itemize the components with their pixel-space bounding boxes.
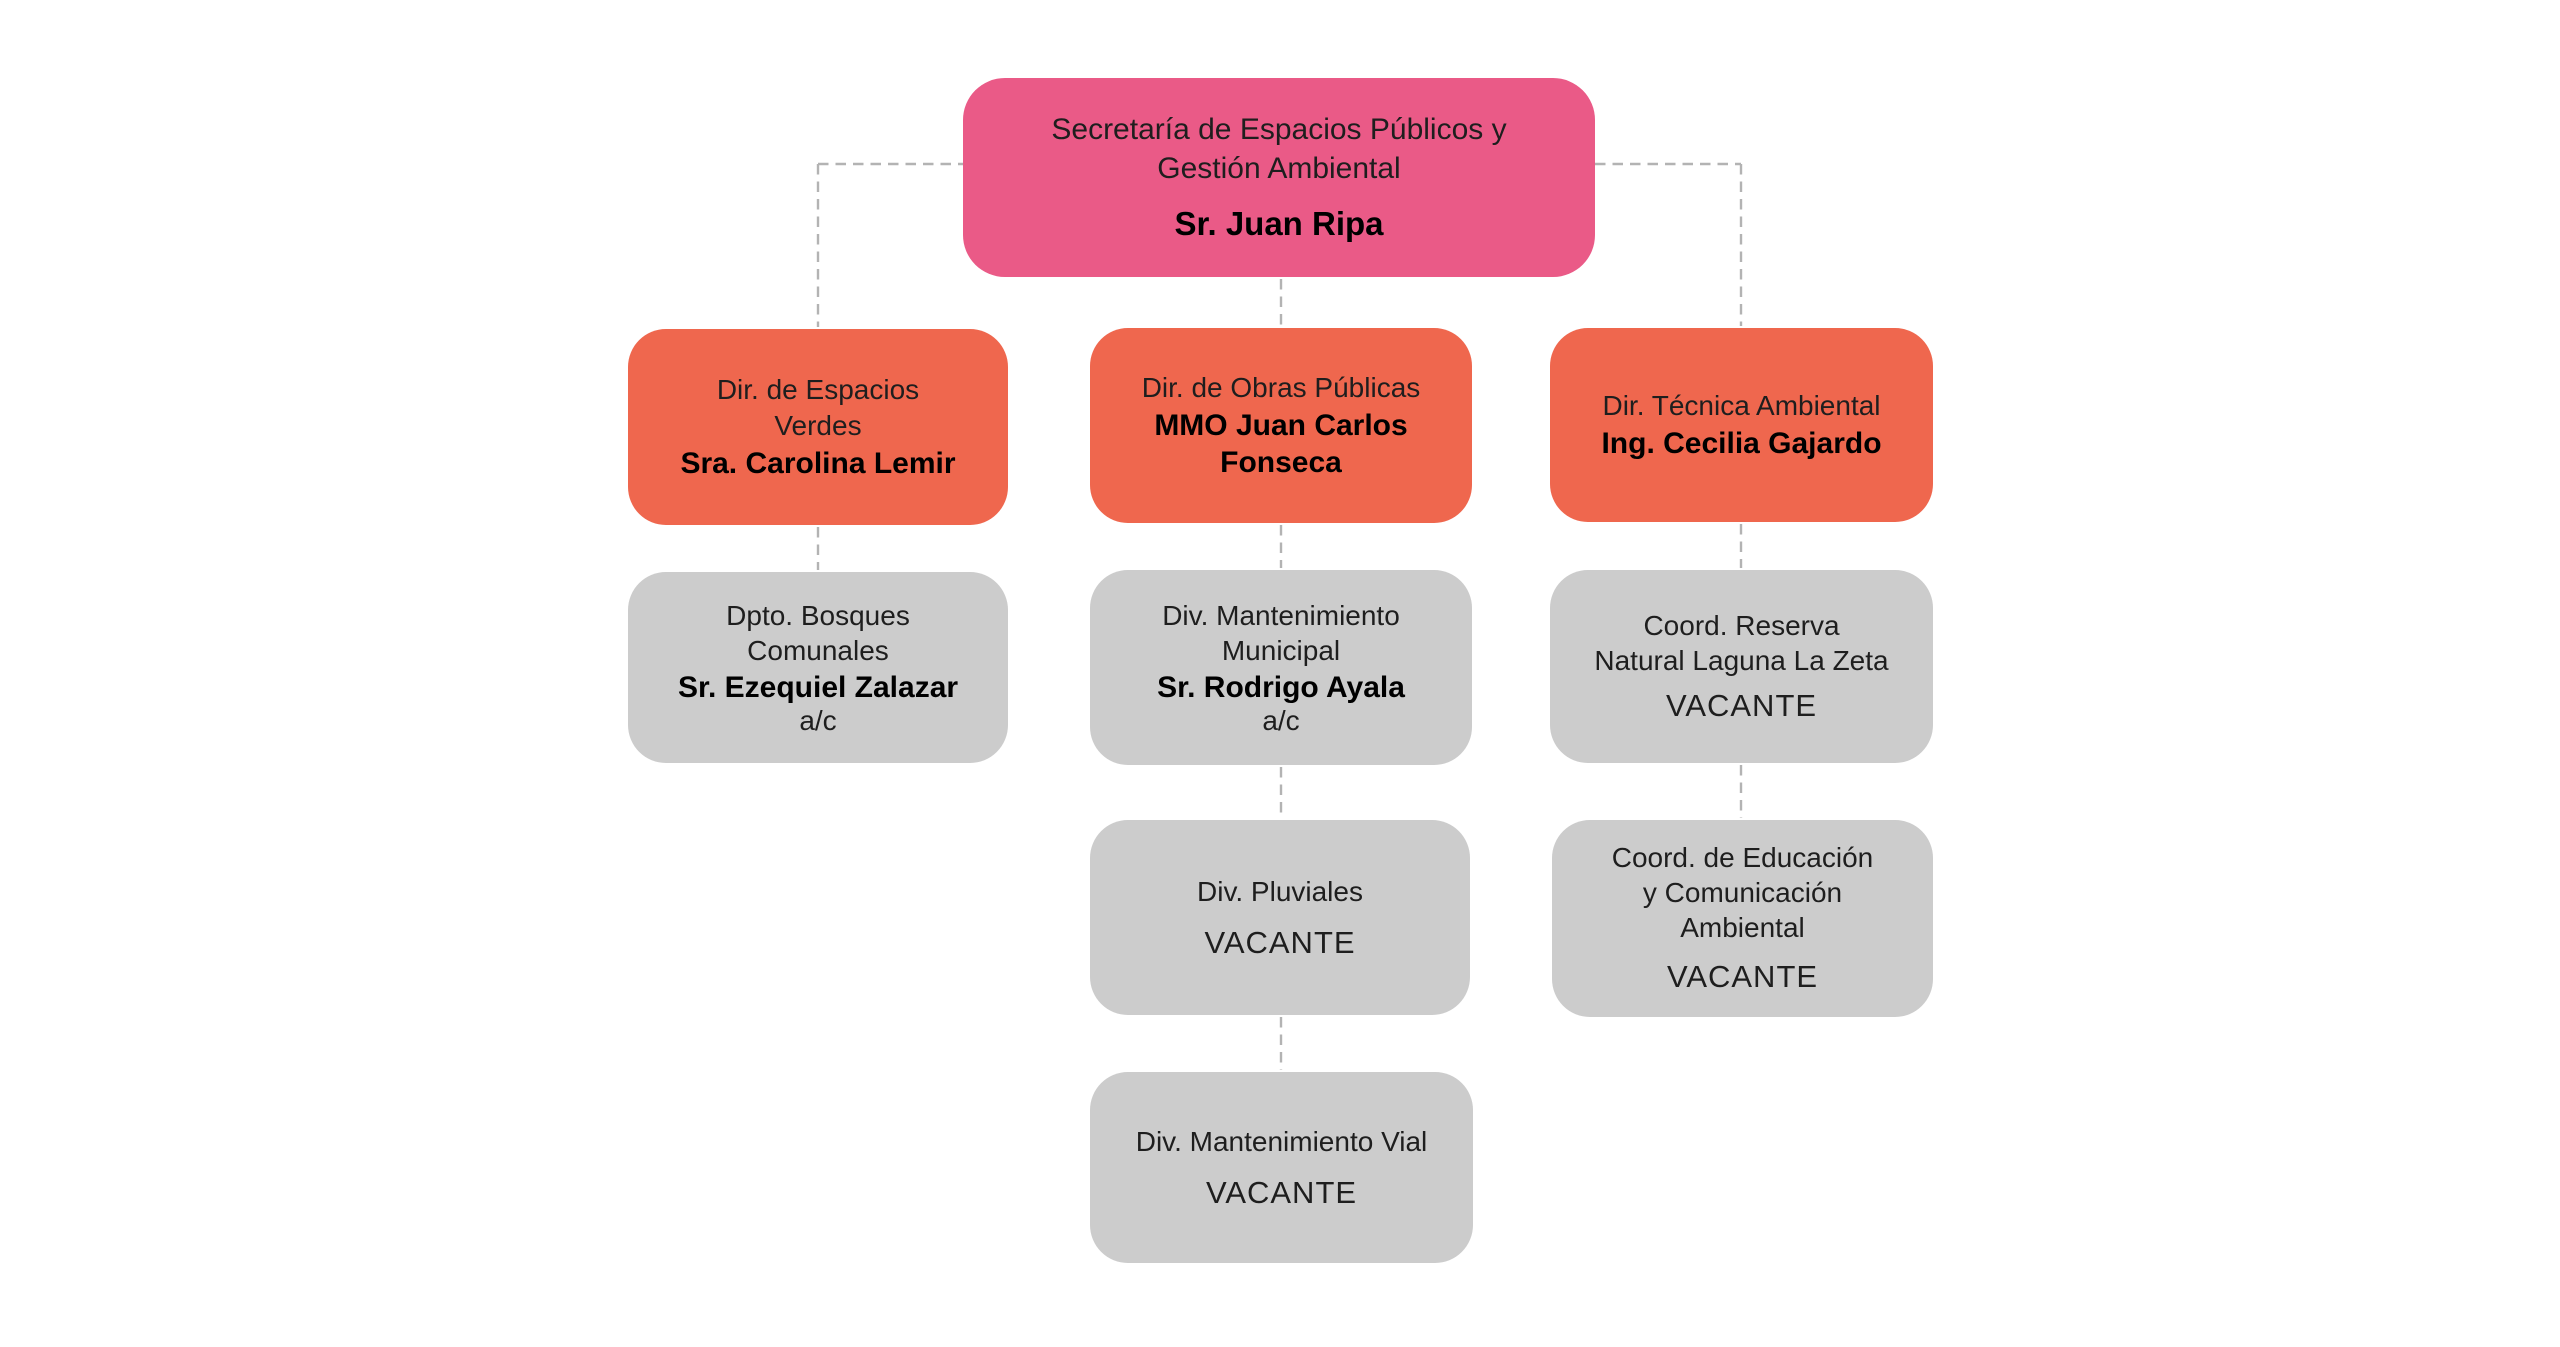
org-node-obras-publicas: Dir. de Obras Públicas MMO Juan Carlos F… [1090, 328, 1472, 523]
node-title: Coord. de Educación y Comunicación Ambie… [1612, 841, 1874, 945]
holder-line: Sr. Rodrigo Ayala [1157, 670, 1405, 704]
org-node-mantenimiento-municipal: Div. Mantenimiento Municipal Sr. Rodrigo… [1090, 570, 1472, 765]
node-holder-name: Sr. Juan Ripa [1174, 204, 1383, 245]
node-note: a/c [799, 705, 837, 737]
title-line: Div. Pluviales [1197, 876, 1363, 908]
node-title: Dir. Técnica Ambiental [1602, 388, 1880, 424]
node-title: Div. Mantenimiento Municipal [1162, 599, 1400, 668]
org-node-pluviales: Div. Pluviales VACANTE [1090, 820, 1470, 1015]
org-node-tecnica-ambiental: Dir. Técnica Ambiental Ing. Cecilia Gaja… [1550, 328, 1933, 522]
title-line: y Comunicación [1642, 877, 1843, 909]
node-holder-name: MMO Juan Carlos Fonseca [1154, 407, 1407, 481]
title-line: Verdes [774, 410, 862, 442]
holder-line: Fonseca [1220, 445, 1342, 479]
node-holder-name: Sr. Ezequiel Zalazar [678, 669, 958, 706]
vacancy-status: VACANTE [1205, 1174, 1358, 1210]
node-title: Dir. de Espacios Verdes [717, 372, 919, 445]
title-line: Div. Mantenimiento [1162, 600, 1400, 632]
title-line: Secretaría de Espacios Públicos y [1051, 113, 1507, 147]
node-title: Coord. Reserva Natural Laguna La Zeta [1594, 609, 1888, 678]
holder-line: MMO Juan Carlos [1154, 408, 1408, 442]
holder-line: Sr. Ezequiel Zalazar [677, 670, 959, 704]
title-line: Ambiental [1680, 911, 1805, 943]
org-node-espacios-verdes: Dir. de Espacios Verdes Sra. Carolina Le… [628, 329, 1008, 525]
org-node-educacion-comunicacion: Coord. de Educación y Comunicación Ambie… [1552, 820, 1933, 1017]
node-note: a/c [1262, 705, 1300, 737]
node-holder-name: Sr. Rodrigo Ayala [1157, 669, 1405, 706]
title-line: Div. Mantenimiento Vial [1135, 1126, 1428, 1158]
node-title: Dpto. Bosques Comunales [726, 599, 910, 668]
title-line: Dir. de Espacios [716, 374, 920, 406]
node-title: Dir. de Obras Públicas [1142, 370, 1421, 406]
node-title: Secretaría de Espacios Públicos y Gestió… [1051, 110, 1506, 188]
title-line: Dpto. Bosques [726, 600, 910, 632]
holder-line: Sra. Carolina Lemir [680, 446, 956, 480]
node-holder-name: Sra. Carolina Lemir [680, 445, 955, 482]
title-line: Gestión Ambiental [1157, 152, 1401, 186]
org-node-mantenimiento-vial: Div. Mantenimiento Vial VACANTE [1090, 1072, 1473, 1263]
title-line: Coord. Reserva [1643, 610, 1840, 642]
org-node-secretaria: Secretaría de Espacios Públicos y Gestió… [963, 78, 1595, 277]
holder-line: Sr. Juan Ripa [1174, 205, 1384, 243]
node-holder-name: Ing. Cecilia Gajardo [1601, 425, 1881, 462]
org-node-bosques-comunales: Dpto. Bosques Comunales Sr. Ezequiel Zal… [628, 572, 1008, 763]
title-line: Coord. de Educación [1611, 842, 1874, 874]
vacancy-status: VACANTE [1204, 924, 1356, 960]
node-title: Div. Pluviales [1197, 874, 1363, 910]
title-line: Comunales [747, 635, 889, 667]
holder-line: Ing. Cecilia Gajardo [1601, 426, 1882, 460]
node-title: Div. Mantenimiento Vial [1136, 1124, 1428, 1160]
org-node-reserva-laguna-la-zeta: Coord. Reserva Natural Laguna La Zeta VA… [1550, 570, 1933, 763]
vacancy-status: VACANTE [1665, 687, 1818, 723]
title-line: Dir. Técnica Ambiental [1602, 390, 1881, 422]
title-line: Natural Laguna La Zeta [1594, 644, 1889, 676]
title-line: Dir. de Obras Públicas [1141, 372, 1421, 404]
vacancy-status: VACANTE [1666, 959, 1819, 995]
title-line: Municipal [1221, 635, 1341, 667]
